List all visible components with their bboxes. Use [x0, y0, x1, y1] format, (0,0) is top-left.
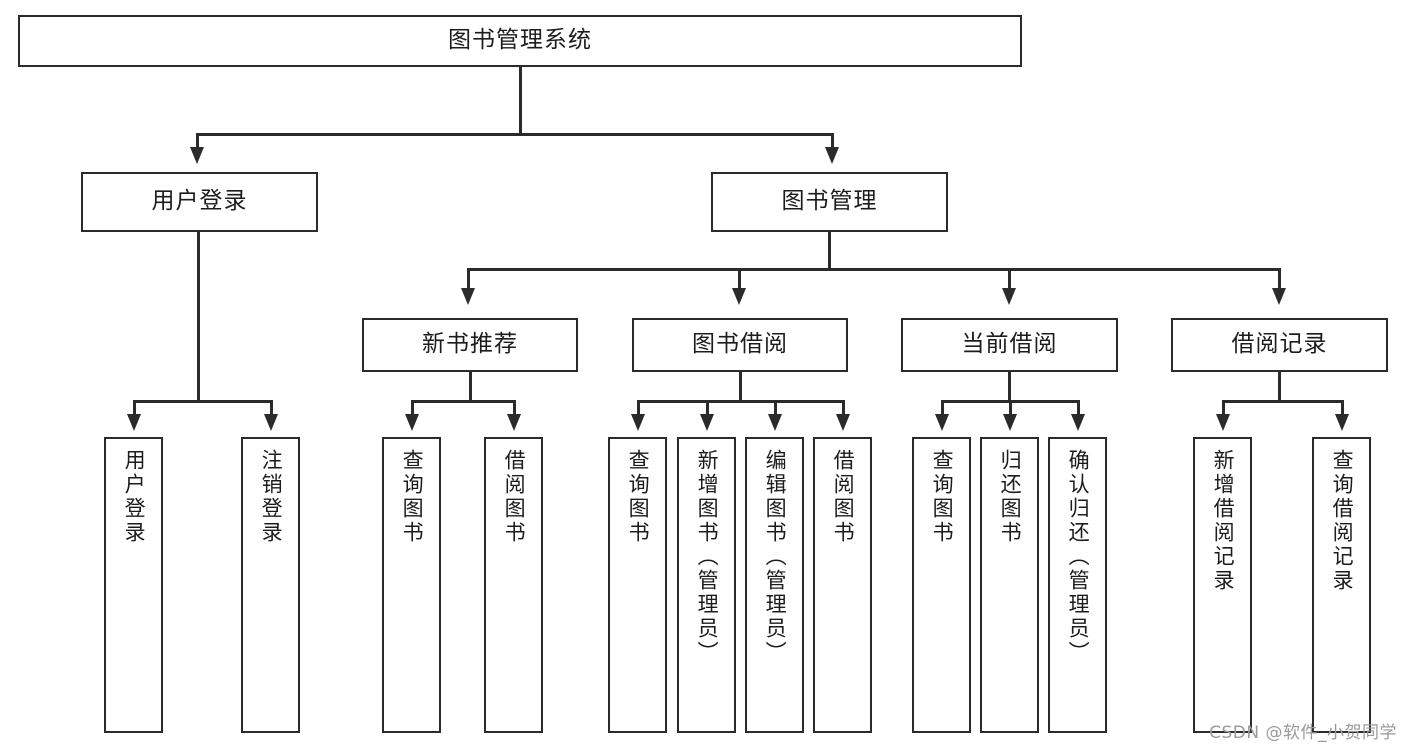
node-label: 注销登录 — [259, 449, 284, 545]
node-book-management[interactable]: 图书管理 — [711, 172, 948, 232]
node-leaf-borrow-book[interactable]: 借阅图书 — [813, 437, 872, 733]
connector-book-borrow-bus — [637, 400, 844, 403]
arrowhead-current-borrow — [1002, 288, 1016, 305]
node-leaf-query-book-recommend[interactable]: 查询图书 — [382, 437, 441, 733]
arrowhead-leaf-borrow-book-2 — [836, 414, 850, 431]
connector-root-stem — [519, 67, 522, 134]
connector-cb-leaf1 — [941, 400, 944, 416]
arrowhead-leaf-confirm-return — [1071, 414, 1085, 431]
arrowhead-borrow-record — [1272, 288, 1286, 305]
node-label: 借阅图书 — [502, 449, 527, 545]
connector-bm-to-new-book — [467, 268, 470, 290]
connector-br-leaf2 — [1341, 400, 1344, 416]
node-label: 图书借阅 — [692, 331, 788, 358]
node-label: 查询借阅记录 — [1330, 449, 1355, 593]
node-label: 编辑图书（管理员） — [763, 449, 788, 665]
node-label: 借阅记录 — [1231, 331, 1328, 358]
connector-user-login-right — [270, 400, 273, 416]
node-label: 借阅图书 — [831, 449, 856, 545]
connector-bm-to-borrow-record — [1278, 268, 1281, 290]
connector-user-login-bus — [133, 400, 270, 403]
node-leaf-logout[interactable]: 注销登录 — [241, 437, 300, 733]
node-new-book-recommend[interactable]: 新书推荐 — [362, 318, 578, 372]
connector-bb-leaf3 — [774, 400, 777, 416]
arrowhead-new-book-recommend — [461, 288, 475, 305]
node-leaf-query-borrow-record[interactable]: 查询借阅记录 — [1312, 437, 1371, 733]
node-leaf-user-login[interactable]: 用户登录 — [104, 437, 163, 733]
node-current-borrow[interactable]: 当前借阅 — [901, 318, 1118, 372]
node-label: 新增借阅记录 — [1211, 449, 1236, 593]
connector-borrow-record-stem — [1278, 372, 1281, 402]
node-label: 确认归还（管理员） — [1066, 449, 1091, 665]
node-leaf-confirm-return-admin[interactable]: 确认归还（管理员） — [1048, 437, 1107, 733]
node-label: 用户登录 — [151, 188, 248, 215]
connector-bm-to-current-borrow — [1008, 268, 1011, 290]
watermark-text: CSDN @软件_小贺同学 — [1209, 723, 1397, 743]
node-leaf-query-book-borrow[interactable]: 查询图书 — [608, 437, 667, 733]
node-label: 查询图书 — [930, 449, 955, 545]
arrowhead-leaf-add-record — [1216, 414, 1230, 431]
node-leaf-edit-book-admin[interactable]: 编辑图书（管理员） — [745, 437, 804, 733]
connector-book-management-stem — [828, 232, 831, 270]
connector-bb-leaf1 — [637, 400, 640, 416]
arrowhead-leaf-query-book-1 — [405, 414, 419, 431]
node-book-borrow[interactable]: 图书借阅 — [632, 318, 848, 372]
connector-root-to-user-login — [196, 133, 199, 151]
connector-book-borrow-stem — [739, 372, 742, 402]
node-label: 图书管理系统 — [448, 27, 592, 54]
node-label: 查询图书 — [400, 449, 425, 545]
arrowhead-leaf-query-record — [1335, 414, 1349, 431]
connector-cb-leaf2 — [1009, 400, 1012, 416]
node-label: 归还图书 — [998, 449, 1023, 545]
connector-new-book-bus — [411, 400, 515, 403]
arrowhead-leaf-return-book — [1003, 414, 1017, 431]
node-leaf-borrow-book-recommend[interactable]: 借阅图书 — [484, 437, 543, 733]
connector-root-to-book-management — [831, 133, 834, 151]
connector-bb-leaf2 — [706, 400, 709, 416]
connector-book-management-bus — [467, 268, 1281, 271]
node-label: 当前借阅 — [961, 331, 1058, 358]
node-label: 新增图书（管理员） — [695, 449, 720, 665]
connector-cb-leaf3 — [1077, 400, 1080, 416]
connector-new-book-left — [411, 400, 414, 416]
node-user-login[interactable]: 用户登录 — [81, 172, 318, 232]
connector-bm-to-book-borrow — [738, 268, 741, 290]
arrowhead-leaf-query-book-3 — [935, 414, 949, 431]
arrowhead-leaf-query-book-2 — [631, 414, 645, 431]
arrowhead-book-borrow — [732, 288, 746, 305]
arrowhead-leaf-user-login — [127, 414, 141, 431]
connector-user-login-stem — [197, 232, 200, 402]
node-leaf-query-book-current[interactable]: 查询图书 — [912, 437, 971, 733]
node-label: 用户登录 — [122, 449, 147, 545]
node-borrow-record[interactable]: 借阅记录 — [1171, 318, 1388, 372]
arrowhead-leaf-logout — [264, 414, 278, 431]
connector-br-leaf1 — [1222, 400, 1225, 416]
connector-new-book-right — [513, 400, 516, 416]
node-leaf-return-book[interactable]: 归还图书 — [980, 437, 1039, 733]
arrowhead-leaf-add-book — [700, 414, 714, 431]
node-label: 新书推荐 — [422, 331, 518, 358]
connector-borrow-record-bus — [1222, 400, 1343, 403]
node-label: 图书管理 — [781, 188, 878, 215]
node-leaf-add-borrow-record[interactable]: 新增借阅记录 — [1193, 437, 1252, 733]
node-root-book-management-system[interactable]: 图书管理系统 — [18, 15, 1022, 67]
connector-user-login-left — [133, 400, 136, 416]
arrowhead-book-management — [825, 147, 839, 164]
connector-new-book-stem — [469, 372, 472, 402]
node-leaf-add-book-admin[interactable]: 新增图书（管理员） — [677, 437, 736, 733]
node-label: 查询图书 — [626, 449, 651, 545]
arrowhead-leaf-borrow-book-1 — [507, 414, 521, 431]
connector-bb-leaf4 — [842, 400, 845, 416]
arrowhead-leaf-edit-book — [768, 414, 782, 431]
arrowhead-user-login — [190, 147, 204, 164]
connector-current-borrow-stem — [1008, 372, 1011, 402]
connector-root-bus — [196, 133, 833, 136]
